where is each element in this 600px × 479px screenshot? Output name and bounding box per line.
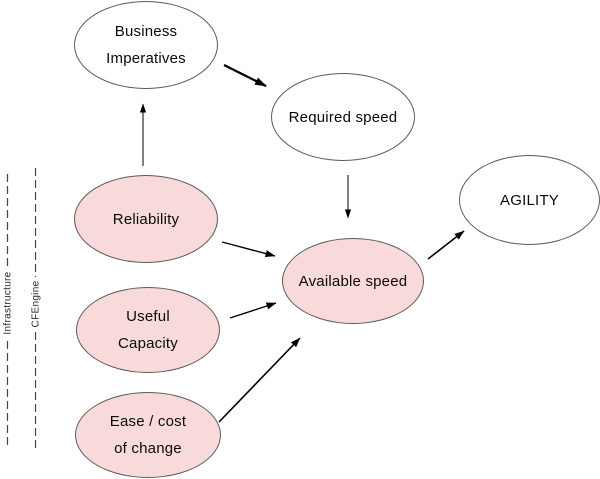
node-label-line: Imperatives xyxy=(106,50,186,67)
arrow-ease-cost-to-available-speed xyxy=(218,337,301,423)
cfengine-label: CFEngine xyxy=(30,280,42,328)
node-agility: AGILITY xyxy=(459,155,600,245)
node-label-line: Reliability xyxy=(112,210,180,228)
node-label-line: Available speed xyxy=(298,272,408,290)
arrow-business-imperatives-to-required-speed xyxy=(223,64,267,87)
node-label-line: Business xyxy=(114,23,178,40)
infrastructure-label: Infrastructure xyxy=(2,271,14,335)
arrow-reliability-to-available-speed xyxy=(221,241,276,258)
node-label-line: Useful xyxy=(126,308,170,325)
node-required-speed: Required speed xyxy=(271,73,415,161)
node-label-line: Required speed xyxy=(288,108,398,126)
node-label-line: Capacity xyxy=(118,335,178,352)
node-ease-cost-of-change: Ease / cost of change xyxy=(75,392,221,478)
node-label-line: of change xyxy=(114,440,182,457)
node-available-speed: Available speed xyxy=(282,238,424,324)
node-label-line: Ease / cost xyxy=(109,413,187,430)
arrow-available-speed-to-agility xyxy=(427,230,465,260)
node-reliability: Reliability xyxy=(74,175,218,263)
node-label-line: AGILITY xyxy=(500,191,559,209)
node-useful-capacity: Useful Capacity xyxy=(76,287,220,373)
arrow-useful-capacity-to-available-speed xyxy=(229,302,277,319)
node-business-imperatives: Business Imperatives xyxy=(74,1,218,89)
